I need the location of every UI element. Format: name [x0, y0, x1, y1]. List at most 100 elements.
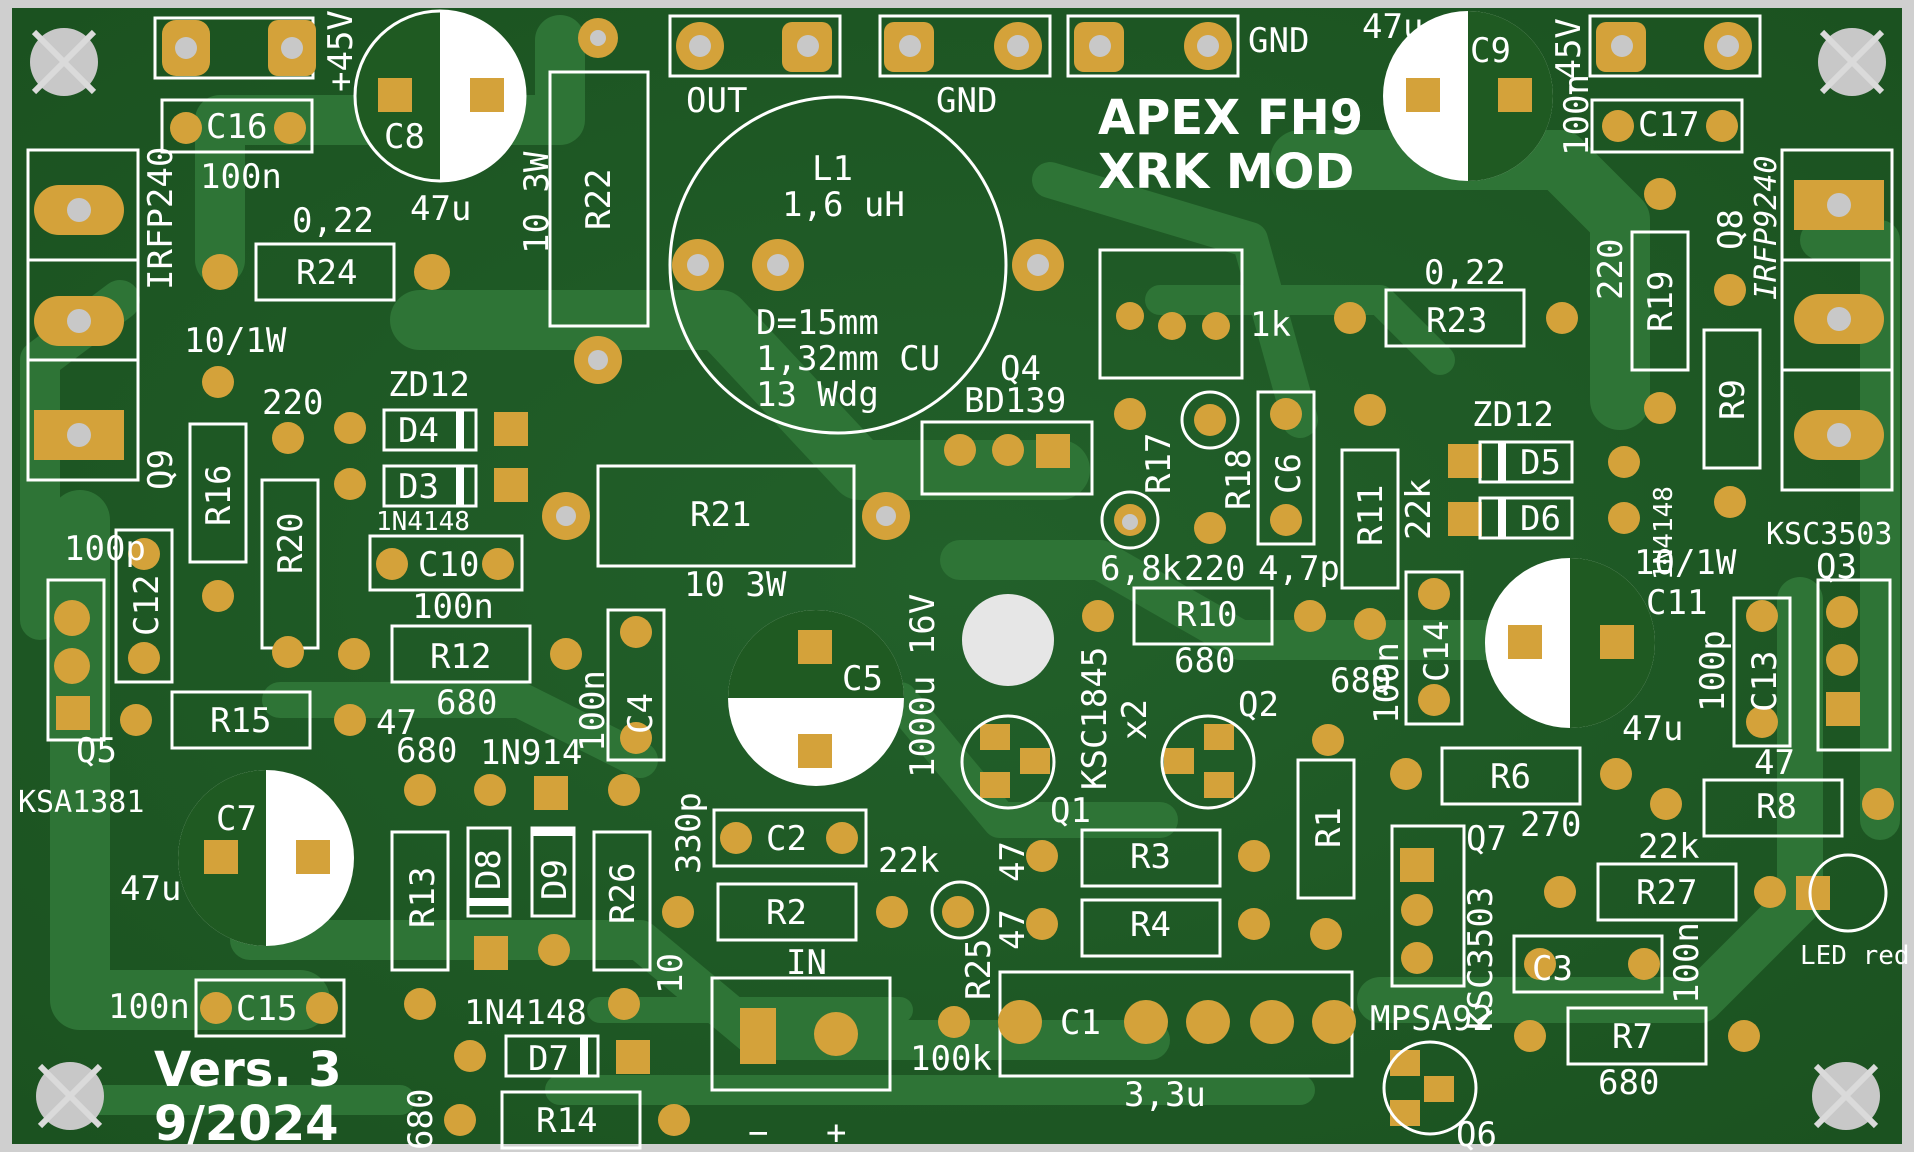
r1-val: 680	[1330, 661, 1391, 701]
q3-ref: Q3	[1816, 547, 1857, 587]
r7-ref: R7	[1612, 1017, 1653, 1057]
title-line1: APEX FH9	[1098, 90, 1363, 146]
r14-ref: R14	[536, 1101, 597, 1141]
c9-val: 47u	[1362, 7, 1423, 47]
r4-val: 47	[993, 909, 1033, 950]
r12-ref: R12	[430, 637, 491, 677]
d7-val: 1N4148	[464, 993, 587, 1033]
r26-ref: R26	[603, 863, 643, 924]
r6-ref: R6	[1490, 757, 1531, 797]
c8-ref: C8	[384, 117, 425, 157]
r8-ref: R8	[1756, 787, 1797, 827]
q8-ref: Q8	[1711, 209, 1751, 250]
r20-ref: R20	[271, 513, 311, 574]
d4-ref: D4	[398, 411, 439, 451]
small-resistors	[170, 230, 1844, 1150]
d6-val: 1N4148	[1649, 486, 1679, 580]
version-label: Vers. 3	[154, 1042, 342, 1098]
r24-val: 0,22	[292, 201, 374, 241]
r8-val: 47	[1754, 743, 1795, 783]
title-line2: XRK MOD	[1098, 144, 1354, 200]
d8-ref: D8	[469, 849, 509, 890]
c12-ref: C12	[127, 575, 167, 636]
minus45-label: -45V	[1549, 18, 1589, 100]
r17-val: 6,8k	[1100, 549, 1182, 589]
d3-ref: D3	[398, 467, 439, 507]
d8-val: 1N914	[480, 733, 582, 773]
c17-ref: C17	[1638, 105, 1699, 145]
c2-val: 330p	[669, 792, 709, 874]
r19-val: 220	[1591, 239, 1631, 300]
inductor-outline	[668, 95, 1064, 435]
r17-ref: R17	[1139, 433, 1179, 494]
l1-value: 1,6 uH	[782, 185, 905, 225]
r12-val: 680	[436, 683, 497, 723]
r9-val: 10/1W	[1634, 543, 1737, 583]
r16-val: 10/1W	[184, 321, 287, 361]
connectors-top	[153, 14, 1762, 80]
q7-val: KSC3503	[1461, 887, 1501, 1030]
r11-val: 22k	[1399, 479, 1439, 540]
c6-val: 4,7p	[1258, 549, 1340, 589]
r23-ref: R23	[1426, 301, 1487, 341]
c1-val: 3,3u	[1124, 1075, 1206, 1115]
c11-val: 47u	[1622, 709, 1683, 749]
r13-ref: R13	[403, 867, 443, 928]
r13-val: 680	[396, 731, 457, 771]
l1-wire: 1,32mm CU	[756, 339, 940, 379]
d6-ref: D6	[1520, 499, 1561, 539]
r27-val: 22k	[1638, 827, 1699, 867]
l1-dia: D=15mm	[756, 303, 879, 343]
c8-val: 47u	[410, 189, 471, 229]
c2-ref: C2	[766, 819, 807, 859]
r21-val: 10 3W	[684, 565, 787, 605]
r27-ref: R27	[1636, 873, 1697, 913]
mosfet-outlines	[26, 148, 1894, 492]
r10-ref: R10	[1176, 595, 1237, 635]
c16-val: 100n	[200, 157, 282, 197]
c14-ref: C14	[1417, 621, 1457, 682]
d5-val: ZD12	[1472, 395, 1554, 435]
d5-ref: D5	[1520, 443, 1561, 483]
r20-val: 220	[262, 383, 323, 423]
c5-ref: C5	[842, 659, 883, 699]
c13-val: 100p	[1693, 630, 1733, 712]
c15-val: 100n	[108, 987, 190, 1027]
plus-label: +	[826, 1113, 846, 1152]
r2-val: 22k	[878, 841, 939, 881]
power-resistors	[542, 70, 910, 568]
r25-ref: R25	[959, 939, 999, 1000]
q1-ref: Q1	[1050, 791, 1091, 831]
r4-ref: R4	[1130, 905, 1171, 945]
q5-ref: Q5	[76, 731, 117, 771]
gnd-label-1: GND	[936, 81, 997, 121]
c7-val: 47u	[120, 869, 181, 909]
r26-val: 10	[651, 953, 691, 994]
r18-val: 220	[1184, 549, 1245, 589]
d4-val: ZD12	[388, 365, 470, 405]
minus-label: −	[748, 1113, 768, 1152]
semiconductor-outlines	[46, 390, 1892, 1136]
c16-ref: C16	[206, 107, 267, 147]
r18-ref: R18	[1219, 449, 1259, 510]
c14-val: 100n	[1367, 642, 1407, 724]
center-hole	[962, 594, 1054, 686]
plus45-label: +45V	[321, 10, 361, 92]
q1-val: KSC1845	[1075, 647, 1115, 790]
c10-val: 100n	[412, 587, 494, 627]
electrolytic-caps	[178, 9, 1655, 946]
d9-ref: D9	[535, 859, 575, 900]
c10-ref: C10	[418, 545, 479, 585]
r1-ref: R1	[1309, 807, 1349, 848]
r9-ref: R9	[1713, 379, 1753, 420]
r24-ref: R24	[296, 253, 357, 293]
l1-ref: L1	[812, 149, 853, 189]
c17-val: 100n	[1557, 74, 1597, 156]
r3-ref: R3	[1130, 837, 1171, 877]
q4-val: BD139	[964, 381, 1066, 421]
q3-val: KSC3503	[1766, 517, 1892, 552]
c9-ref: C9	[1470, 31, 1511, 71]
gnd-label-2: GND	[1248, 21, 1309, 61]
in-label: IN	[786, 943, 827, 983]
r23-val: 0,22	[1424, 253, 1506, 293]
